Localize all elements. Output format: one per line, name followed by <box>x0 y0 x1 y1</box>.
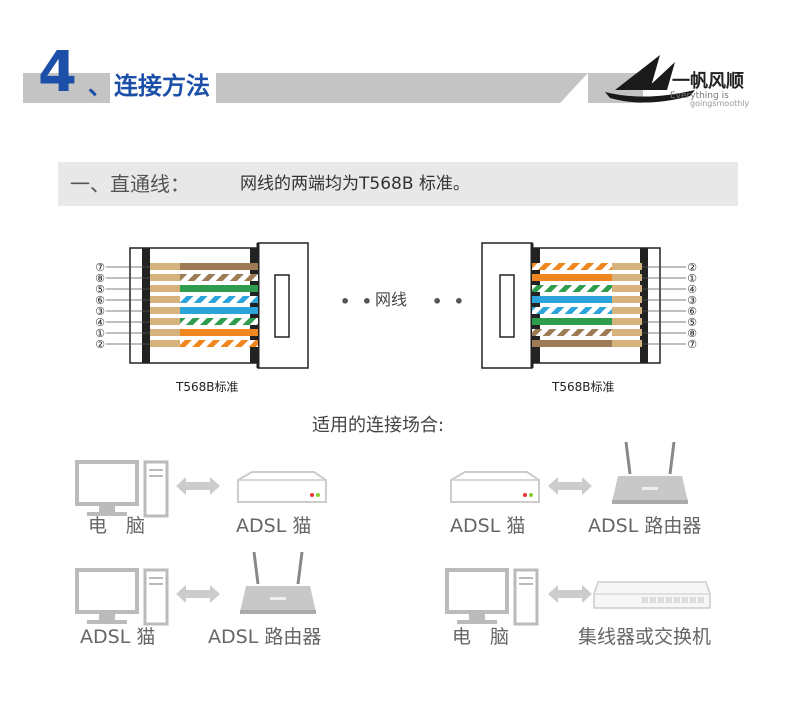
wire-stripe <box>532 307 612 314</box>
switch-icon <box>593 581 711 609</box>
wire <box>532 318 612 325</box>
pin-number: ⑤ <box>687 316 697 329</box>
pin-contact <box>612 285 642 292</box>
pin-number: ③ <box>687 294 697 307</box>
dots-right: • • <box>432 292 468 311</box>
pin-contact <box>612 296 642 303</box>
pin-contact <box>150 274 180 281</box>
pin-contact <box>150 318 180 325</box>
left-rj45-plug <box>129 242 309 369</box>
pair2-left-label: ADSL 猫 <box>450 515 526 537</box>
pin-contact <box>612 340 642 347</box>
pin-number: ⑧ <box>687 327 697 340</box>
sailboat-logo <box>605 55 695 103</box>
adsl-modem-icon <box>450 471 540 503</box>
pin-contact <box>150 307 180 314</box>
header-bar-notch <box>560 73 588 103</box>
pin-contact <box>612 318 642 325</box>
logo-subtitle-2: goingsmoothly <box>690 99 750 108</box>
wire <box>180 285 258 292</box>
pin-number: ④ <box>95 316 105 329</box>
pin-contact <box>612 307 642 314</box>
wire <box>532 274 612 281</box>
left-plug-caption: T568B标准 <box>176 380 239 394</box>
pin-contact <box>150 285 180 292</box>
wire <box>180 329 258 336</box>
wire-stripe <box>532 285 612 292</box>
pin-number: ② <box>95 338 105 351</box>
section-label: 一、直通线： <box>70 172 190 196</box>
adsl-router-icon <box>240 551 316 614</box>
logo-text: 一帆风顺 <box>672 71 744 92</box>
adsl-modem-icon <box>237 471 327 503</box>
wire-stripe <box>532 329 612 336</box>
pin-number: ② <box>687 261 697 274</box>
wire <box>532 296 612 303</box>
pin-number: ⑧ <box>95 272 105 285</box>
right-rj45-plug <box>481 242 661 369</box>
right-plug-caption: T568B标准 <box>552 380 615 394</box>
pin-number: ③ <box>95 305 105 318</box>
pair1-right-label: ADSL 猫 <box>236 515 312 537</box>
computer-icon <box>445 568 539 626</box>
wire-stripe <box>180 340 258 347</box>
pin-contact <box>150 296 180 303</box>
pin-number: ④ <box>687 283 697 296</box>
pin-contact <box>150 263 180 270</box>
wire <box>532 340 612 347</box>
wire-stripe <box>180 296 258 303</box>
computer-icon <box>75 568 169 626</box>
double-arrow-icon <box>548 585 592 603</box>
pin-number: ⑥ <box>687 305 697 318</box>
pin-contact <box>150 340 180 347</box>
pin-number: ① <box>95 327 105 340</box>
pair3-right-label: ADSL 路由器 <box>208 626 322 648</box>
pin-number: ⑤ <box>95 283 105 296</box>
applications-title: 适用的连接场合: <box>312 415 445 436</box>
double-arrow-icon <box>176 477 220 495</box>
page-title: 连接方法 <box>110 70 216 103</box>
pin-number: ① <box>687 272 697 285</box>
wire <box>180 263 258 270</box>
pin-contact <box>150 329 180 336</box>
pin-contact <box>612 329 642 336</box>
wire-stripe <box>180 318 258 325</box>
pair4-left-label: 电 脑 <box>452 626 510 648</box>
pair1-left-label: 电 脑 <box>88 515 146 537</box>
pin-number: ⑥ <box>95 294 105 307</box>
wire-stripe <box>180 274 258 281</box>
logo-subtitle: Everything is <box>670 91 729 101</box>
double-arrow-icon <box>176 585 220 603</box>
pair4-right-label: 集线器或交换机 <box>578 626 712 648</box>
section-number-mark: 、 <box>88 72 112 100</box>
cable-label: 网线 <box>375 290 408 309</box>
pin-number: ⑦ <box>687 338 697 351</box>
computer-icon <box>75 460 169 518</box>
wire <box>180 307 258 314</box>
section-description: 网线的两端均为T568B 标准。 <box>240 174 470 194</box>
wire-stripe <box>532 263 612 270</box>
adsl-router-icon <box>612 441 688 504</box>
section-bar <box>58 162 738 206</box>
pin-contact <box>612 263 642 270</box>
pin-contact <box>612 274 642 281</box>
pair2-right-label: ADSL 路由器 <box>588 515 702 537</box>
pin-number: ⑦ <box>95 261 105 274</box>
double-arrow-icon <box>548 477 592 495</box>
section-number: 4 <box>38 40 77 105</box>
dots-left: • • <box>340 292 376 311</box>
pair3-left-label: ADSL 猫 <box>80 626 156 648</box>
